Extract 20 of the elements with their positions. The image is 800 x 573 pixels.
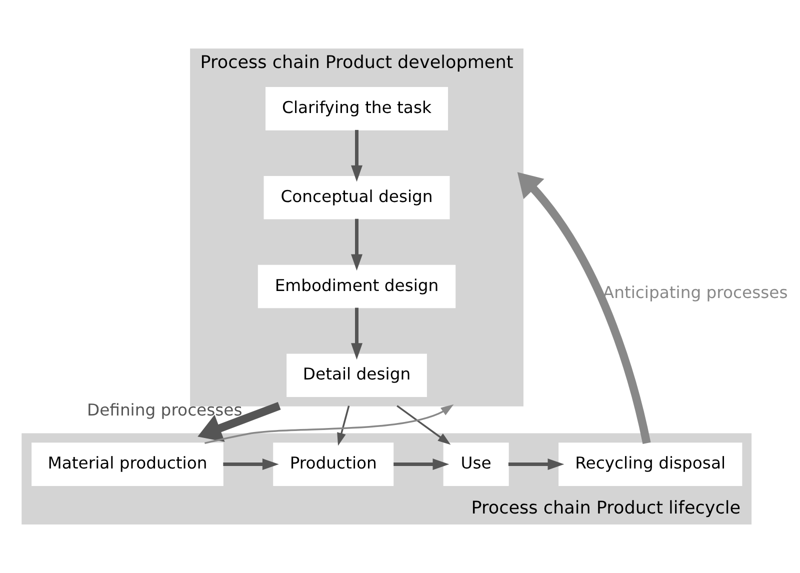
arrow [198,402,281,442]
arrow [394,458,450,470]
node-box: Production [273,442,394,486]
arrow [337,406,350,446]
node-box: Clarifying the task [266,87,448,130]
arrow [508,458,564,470]
arrow [396,405,451,445]
node-box: Detail design [286,354,427,398]
arrow [204,404,454,444]
arrow [517,172,651,444]
node-box: Use [443,442,509,486]
node-box: Recycling disposal [558,442,742,486]
arrow [351,308,362,360]
arrow [351,130,362,182]
node-box: Conceptual design [264,176,450,220]
node-box: Embodiment design [258,264,456,308]
arrow [223,458,279,470]
node-box: Material production [32,442,224,486]
edge-label: Anticipating processes [602,282,788,302]
arrow [351,218,362,271]
